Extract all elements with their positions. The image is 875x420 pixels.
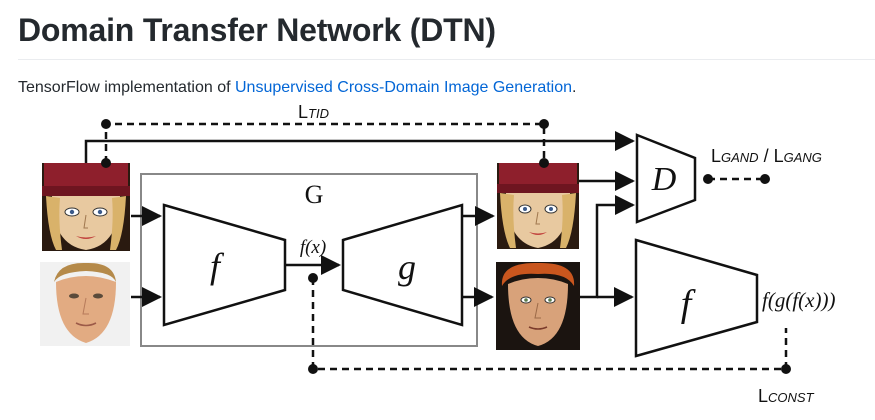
loss-gan-label: LGAND / LGANG <box>711 146 822 166</box>
flow-arrows <box>84 131 635 307</box>
decoder-g-block <box>341 203 464 327</box>
readme-title: Domain Transfer Network (DTN) <box>18 12 496 48</box>
discriminator-block <box>635 133 697 224</box>
decoder-g-label: g <box>398 247 416 287</box>
input-cartoon-image <box>42 163 130 251</box>
generator-label: G <box>305 180 324 209</box>
encoder-f-block <box>162 203 287 327</box>
generator-box <box>140 173 478 347</box>
loss-connections <box>104 122 788 371</box>
loss-tid-label: LTID <box>298 102 329 122</box>
discriminator-label: D <box>651 161 677 198</box>
intro-suffix: . <box>572 79 577 96</box>
input-photo-image <box>40 262 130 346</box>
fgfx-label: f(g(f(x))) <box>762 288 835 312</box>
intro-prefix: TensorFlow implementation of <box>18 79 235 96</box>
intro-text: TensorFlow implementation of Unsupervise… <box>18 78 576 98</box>
loss-endpoints <box>101 119 791 374</box>
title-divider <box>18 59 875 60</box>
output-cartoon-image <box>497 163 579 249</box>
encoder-f2-label: f <box>681 283 696 325</box>
fx-label: f(x) <box>300 237 326 258</box>
loss-const-label: LCONST <box>758 386 815 406</box>
encoder-f-label: f <box>210 246 225 286</box>
encoder-f2-block <box>634 238 759 358</box>
output-cartoonized-photo-image <box>496 262 580 350</box>
paper-link[interactable]: Unsupervised Cross-Domain Image Generati… <box>234 79 573 96</box>
